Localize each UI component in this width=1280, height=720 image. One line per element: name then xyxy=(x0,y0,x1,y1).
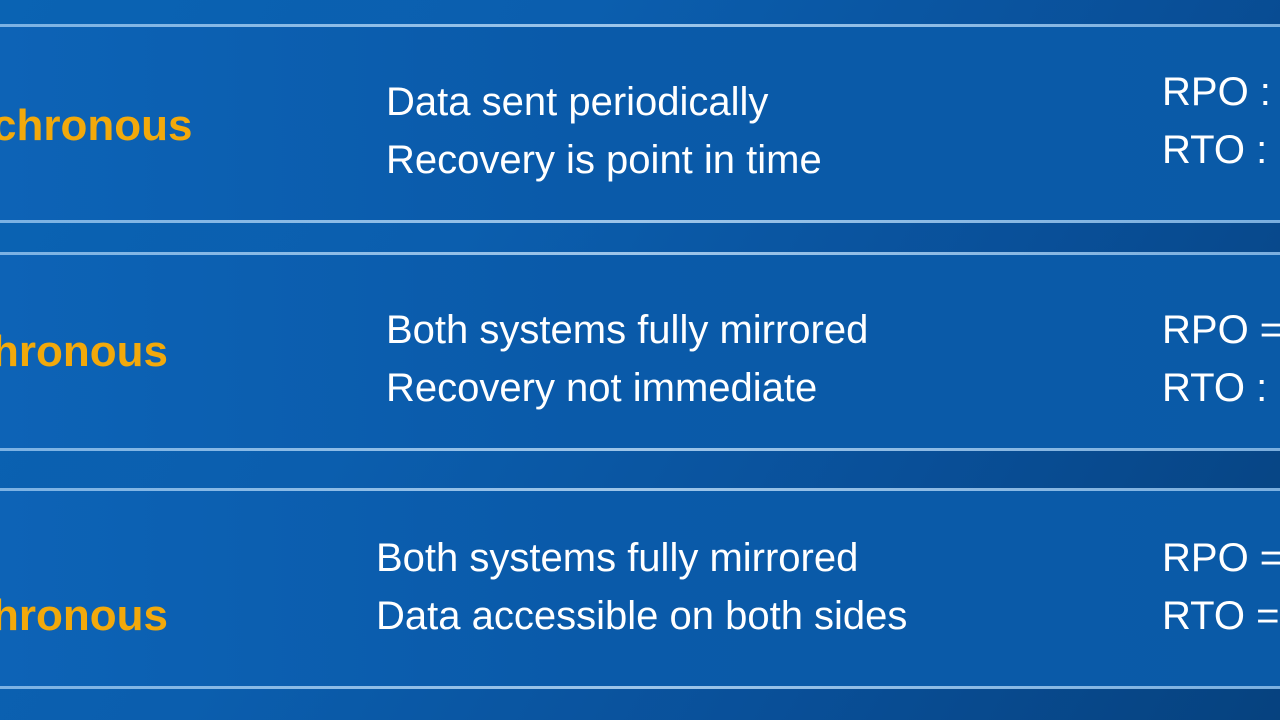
row-2-description-line-2: Recovery not immediate xyxy=(386,366,818,410)
row-1-rpo-label: RPO : xyxy=(1162,70,1271,114)
row-3-rto-label: RTO = xyxy=(1162,594,1280,638)
divider-line xyxy=(0,220,1280,223)
row-3-mode-label: hronous xyxy=(0,591,168,640)
row-band-3 xyxy=(0,490,1280,688)
row-2-rto-label: RTO : xyxy=(1162,366,1268,410)
row-3-rpo-label: RPO = xyxy=(1162,536,1280,580)
divider-line xyxy=(0,252,1280,255)
row-3-description-line-1: Both systems fully mirrored xyxy=(376,536,859,580)
row-1-mode-label: chronous xyxy=(0,101,193,150)
row-2-description-line-1: Both systems fully mirrored xyxy=(386,308,869,352)
row-1-description-line-2: Recovery is point in time xyxy=(386,138,822,182)
divider-line xyxy=(0,448,1280,451)
divider-line xyxy=(0,686,1280,689)
divider-line xyxy=(0,24,1280,27)
row-2-mode-label: hronous xyxy=(0,327,168,376)
row-1-rto-label: RTO : xyxy=(1162,128,1268,172)
row-1-description-line-1: Data sent periodically xyxy=(386,80,769,124)
row-band-2 xyxy=(0,254,1280,449)
row-2-rpo-label: RPO = xyxy=(1162,308,1280,352)
row-3-description-line-2: Data accessible on both sides xyxy=(376,594,908,638)
divider-line xyxy=(0,488,1280,491)
row-band-1 xyxy=(0,26,1280,221)
